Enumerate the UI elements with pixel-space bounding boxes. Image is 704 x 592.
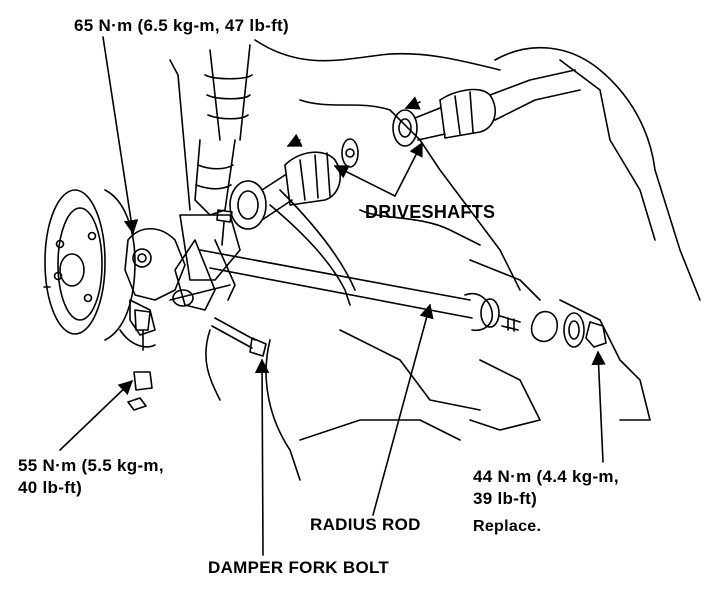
torque-label-right-line1: 44 N·m (4.4 kg-m, bbox=[473, 467, 619, 486]
torque-label-left: 55 N·m (5.5 kg-m, 40 lb-ft) bbox=[18, 455, 164, 499]
radius-rod-label: RADIUS ROD bbox=[310, 515, 421, 534]
damper-fork-bolt-label: DAMPER FORK BOLT bbox=[208, 558, 390, 577]
direction-arrow bbox=[404, 96, 421, 110]
torque-label-left-line1: 55 N·m (5.5 kg-m, bbox=[18, 456, 164, 475]
engine-block-outline bbox=[205, 39, 701, 481]
torque-label-right-line2: 39 lb-ft) bbox=[473, 489, 538, 508]
damper-fork-bolt-shape bbox=[211, 317, 267, 357]
damper-strut bbox=[169, 44, 253, 281]
radius-rod-shape bbox=[199, 249, 521, 332]
ball-joint-nut bbox=[127, 309, 153, 411]
leader-torque-top bbox=[102, 36, 139, 235]
leader-damper-fork-bolt bbox=[254, 358, 270, 556]
driveshaft-outboard bbox=[392, 69, 581, 147]
leader-radius-rod bbox=[372, 303, 434, 516]
leader-torque-right bbox=[591, 350, 606, 463]
damper-pinch-bolt bbox=[216, 209, 233, 246]
torque-label-top: 65 N·m (6.5 kg-m, 47 lb-ft) bbox=[74, 16, 289, 35]
leader-driveshaft-1 bbox=[333, 165, 396, 197]
leader-torque-left bbox=[59, 380, 134, 451]
bushing-washer-nut bbox=[530, 310, 607, 348]
leader-driveshaft-2 bbox=[394, 141, 423, 197]
driveshaft-shape bbox=[229, 138, 359, 306]
torque-label-left-line2: 40 lb-ft) bbox=[18, 478, 83, 497]
steering-knuckle bbox=[119, 227, 186, 348]
damper-fork bbox=[169, 239, 236, 311]
driveshafts-label: DRIVESHAFTS bbox=[365, 202, 496, 222]
torque-label-right: 44 N·m (4.4 kg-m, 39 lb-ft) bbox=[473, 466, 619, 510]
direction-arrow bbox=[286, 133, 303, 147]
replace-note: Replace. bbox=[473, 518, 542, 535]
brake-disc bbox=[43, 189, 136, 341]
